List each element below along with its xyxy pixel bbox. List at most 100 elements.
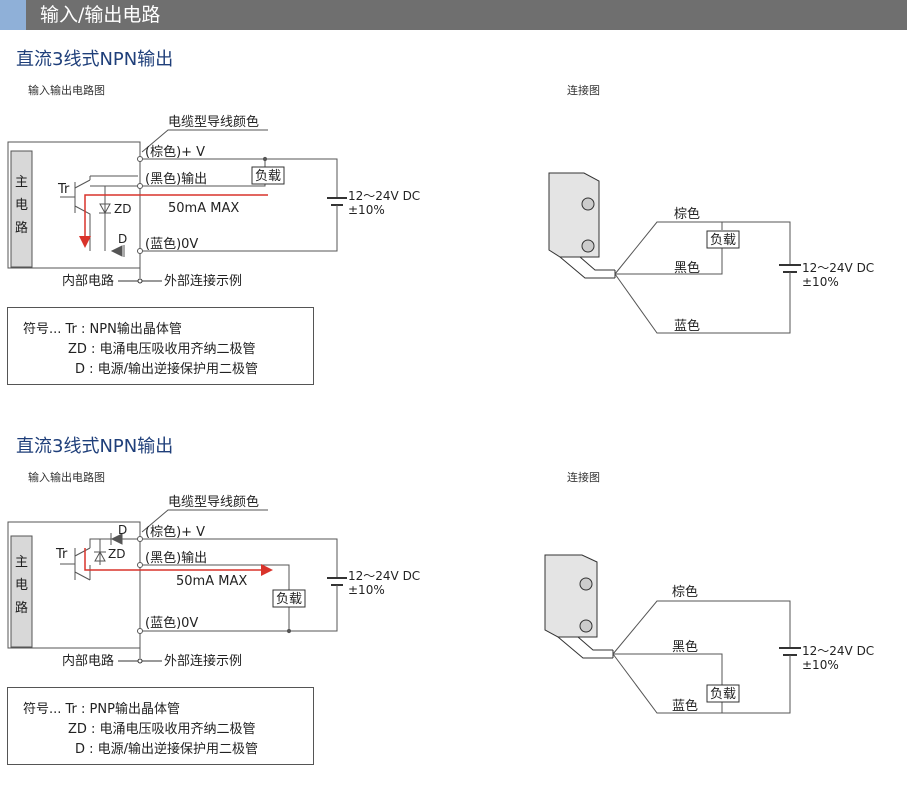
section2-cable-leader [141, 509, 268, 533]
section1-supply-symbol [327, 197, 347, 206]
section2-current-arrow [84, 548, 273, 576]
header-accent [0, 0, 26, 30]
section2-blue-0v: (蓝色)0V [145, 615, 198, 631]
section1-d-label: D [118, 232, 127, 246]
section1-connection-texts: 棕色 黑色 蓝色 负载 12～24V DC ±10% [674, 206, 874, 334]
section1-connection-supply-line1: 12～24V DC [802, 261, 874, 275]
section1-plus-v-wire [143, 158, 338, 198]
section1-cable-leader [141, 129, 268, 153]
section1-zd-label: ZD [114, 202, 131, 216]
section2-black-wire [613, 653, 723, 685]
section1-blue-0v: (蓝色)0V [145, 236, 198, 252]
section2-sensor-body [544, 554, 598, 638]
section2-blue-wire [612, 653, 791, 714]
section2-supply-line2: ±10% [348, 583, 385, 597]
section1-external-label: 外部连接示例 [164, 273, 242, 289]
section1-terminal-black [137, 183, 143, 189]
section1-wire-brown: 棕色 [674, 206, 700, 222]
section1-current-label: 50mA MAX [168, 201, 239, 216]
section1-sensor-lens-bottom [581, 239, 595, 253]
section2-sensor-cable [557, 636, 613, 659]
section2-d-label: D [118, 523, 127, 537]
section2-zener [94, 539, 106, 565]
section2-connection-load-box [706, 684, 740, 703]
section2-terminal-black [137, 562, 143, 568]
section2-current-label: 50mA MAX [176, 574, 247, 589]
section1-legend-box: 符号... Tr : NPN输出晶体管 ZD : 电涌电压吸收用齐纳二极管 D … [7, 307, 314, 385]
section2-title: 直流3线式NPN输出 [16, 436, 174, 457]
section1-connection-label: 连接图 [567, 84, 600, 97]
section1-wire-blue: 蓝色 [674, 318, 700, 334]
section1-brown-wire [614, 221, 791, 275]
section2-black-output: (黑色)输出 [145, 550, 207, 566]
section2-load-label: 负载 [276, 592, 302, 607]
section1-tr-label: Tr [57, 182, 70, 197]
section2-zd-label: ZD [108, 547, 125, 561]
section1-supply-line2: ±10% [348, 203, 385, 217]
section2-main-circuit-char3: 路 [15, 600, 28, 616]
section1-brown-plus-v: (棕色)+ V [145, 144, 205, 160]
section2-connection-supply-line1: 12～24V DC [802, 644, 874, 658]
section1-main-circuit-char1: 主 [15, 175, 28, 190]
section1-current-arrow [79, 194, 143, 248]
section1-connection-supply [779, 264, 801, 273]
section1-load-box [251, 166, 285, 185]
section2-circuit-label: 输入输出电路图 [28, 471, 105, 484]
section2-connection-texts: 棕色 黑色 蓝色 负载 12～24V DC ±10% [672, 584, 874, 714]
section2-legend-line1: 符号... Tr : PNP输出晶体管 [23, 702, 180, 717]
section2-wire-brown: 棕色 [672, 584, 698, 600]
section2-internal-label: 内部电路 [62, 653, 114, 669]
section1-cable-color-label: 电缆型导线颜色 [168, 114, 259, 130]
section1-zero-v-wire [143, 205, 338, 252]
header-bar: 输入/输出电路 [0, 0, 907, 30]
section2-wire-black: 黑色 [672, 639, 698, 655]
section1-sensor-cable [559, 256, 615, 279]
section2-sensor-lens-bottom [579, 619, 593, 633]
section1-terminal-brown [137, 156, 143, 162]
section2-brown-wire [612, 600, 791, 655]
section1-black-wire [615, 248, 723, 275]
section2-circuit [7, 509, 347, 664]
section1-main-circuit-box [10, 150, 33, 268]
section1-wire-black: 黑色 [674, 260, 700, 276]
section2-load-box [272, 589, 306, 608]
section2-supply-line1: 12～24V DC [348, 569, 420, 583]
section1-zener [99, 186, 111, 251]
section2-main-circuit-char2: 电 [15, 578, 28, 593]
section2-sensor-lens-top [579, 577, 593, 591]
section2-transistor [60, 547, 91, 581]
section2-main-circuit-char1: 主 [15, 555, 28, 570]
section2-output-wire [143, 564, 290, 590]
section1-main-circuit-char3: 路 [15, 220, 28, 236]
section2-legend-line3: D : 电源/输出逆接保护用二极管 [75, 742, 259, 757]
section1-circuit-texts: 电缆型导线颜色 (棕色)+ V (黑色)输出 (蓝色)0V 主 电 路 Tr Z… [15, 114, 420, 289]
section2-cable-color-label: 电缆型导线颜色 [168, 494, 259, 510]
section1-transistor [60, 179, 91, 251]
section1-connection-supply-line2: ±10% [802, 275, 839, 289]
section2-wire-blue: 蓝色 [672, 698, 698, 714]
section1-legend-line2: ZD : 电涌电压吸收用齐纳二极管 [68, 342, 256, 357]
section2-connection-supply-line2: ±10% [802, 658, 839, 672]
section1-supply-line1: 12～24V DC [348, 189, 420, 203]
section2-terminal-blue [137, 628, 143, 634]
section2-tr-label: Tr [55, 547, 68, 562]
section2-circuit-texts: 电缆型导线颜色 (棕色)+ V (黑色)输出 (蓝色)0V 主 电 路 Tr Z… [15, 494, 420, 669]
section1-diode [110, 245, 125, 257]
section1-main-circuit-char2: 电 [15, 198, 28, 213]
section1-connection [548, 172, 801, 334]
section1-load-label: 负载 [255, 169, 281, 184]
section2-connection [544, 554, 801, 714]
section2-connection-label: 连接图 [567, 471, 600, 484]
section1-circuit-label: 输入输出电路图 [28, 84, 105, 97]
section1-connection-load-box [706, 230, 740, 249]
section1-black-output: (黑色)输出 [145, 171, 207, 187]
section2-connection-supply [779, 647, 801, 656]
section2-brown-plus-v: (棕色)+ V [145, 524, 205, 540]
section2-diode [110, 533, 123, 545]
section2-zero-v-wire [143, 585, 338, 632]
section2-legend-line2: ZD : 电涌电压吸收用齐纳二极管 [68, 722, 256, 737]
section1-connection-load: 负载 [710, 233, 736, 248]
section2-external-label: 外部连接示例 [164, 653, 242, 669]
section1-title: 直流3线式NPN输出 [16, 49, 174, 70]
